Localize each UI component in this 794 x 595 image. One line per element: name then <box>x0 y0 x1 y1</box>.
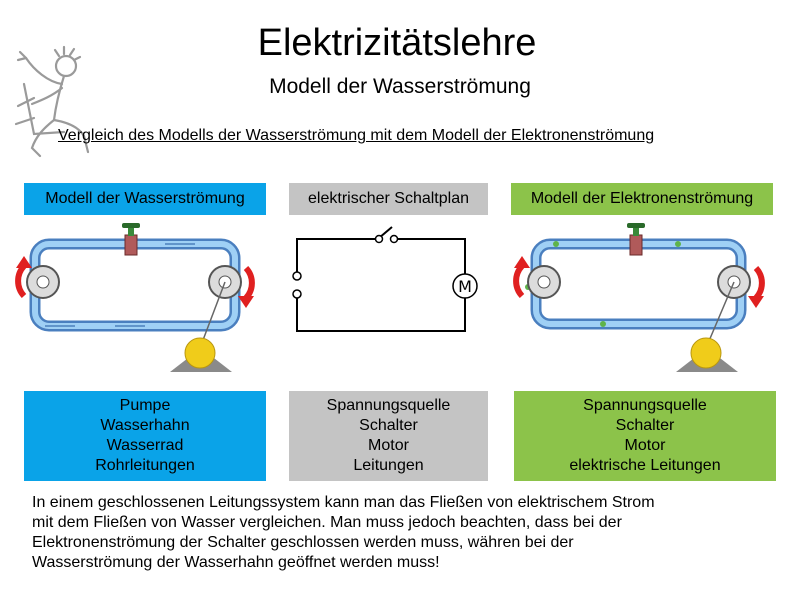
electron-flow-diagram <box>513 223 765 372</box>
column-heading-electron: Modell der Elektronenströmung <box>511 183 773 215</box>
water-pipe <box>29 238 241 332</box>
text-line: Elektronenströmung der Schalter geschlos… <box>32 534 574 551</box>
source-terminal <box>292 271 302 281</box>
comparison-heading: Vergleich des Modells der Wasserströmung… <box>58 127 655 144</box>
electron-model-components: Spannungsquelle Schalter Motor elektrisc… <box>514 391 776 481</box>
component-label: Wasserhahn <box>100 417 190 434</box>
explanation-text: In einem geschlossenen Leitungssystem ka… <box>32 493 772 573</box>
page-subtitle: Modell der Wasserströmung <box>269 75 531 98</box>
page-title: Elektrizitätslehre <box>257 22 537 64</box>
component-label: elektrische Leitungen <box>569 457 721 474</box>
component-label: Leitungen <box>353 457 424 474</box>
text-line: mit dem Fließen von Wasser vergleichen. … <box>32 514 622 531</box>
component-label: Rohrleitungen <box>95 457 195 474</box>
column-heading-water: Modell der Wasserströmung <box>24 183 266 215</box>
component-label: Spannungsquelle <box>583 397 707 414</box>
column-heading-schematic: elektrischer Schaltplan <box>289 183 488 215</box>
rotation-arrow-icon <box>15 263 27 299</box>
source-terminal <box>292 289 302 299</box>
motor-icon <box>184 337 216 369</box>
water-model-components: Pumpe Wasserhahn Wasserrad Rohrleitungen <box>24 391 266 481</box>
component-label: Pumpe <box>119 397 171 414</box>
water-flow-diagram <box>15 223 255 372</box>
component-label: Spannungsquelle <box>326 397 451 414</box>
component-label: Wasserrad <box>106 437 184 454</box>
component-label: Motor <box>368 437 409 454</box>
flow-arrow-icon <box>45 243 195 327</box>
component-label: Motor <box>624 437 666 454</box>
motor-label: M <box>458 277 472 296</box>
component-label: Schalter <box>359 417 418 434</box>
motor-symbol <box>452 273 478 299</box>
circuit-schematic: M <box>292 226 478 332</box>
faucet-icon <box>122 223 140 256</box>
switch-terminal <box>389 234 399 244</box>
pump-icon <box>527 265 561 299</box>
rotation-arrow-icon <box>513 263 525 299</box>
wire <box>530 238 747 330</box>
rotation-arrow-icon <box>243 265 255 301</box>
schematic-components: Spannungsquelle Schalter Motor Leitungen <box>289 391 488 481</box>
physicist-sketch-icon <box>14 45 90 158</box>
faucet-icon <box>627 223 645 256</box>
component-label: Schalter <box>615 417 675 434</box>
pump-icon <box>26 265 60 299</box>
text-line: Wasserströmung der Wasserhahn geöffnet w… <box>32 554 440 571</box>
text-line: In einem geschlossenen Leitungssystem ka… <box>32 494 655 511</box>
rotation-arrow-icon <box>753 265 765 301</box>
switch-terminal <box>374 234 384 244</box>
motor-icon <box>690 337 722 369</box>
